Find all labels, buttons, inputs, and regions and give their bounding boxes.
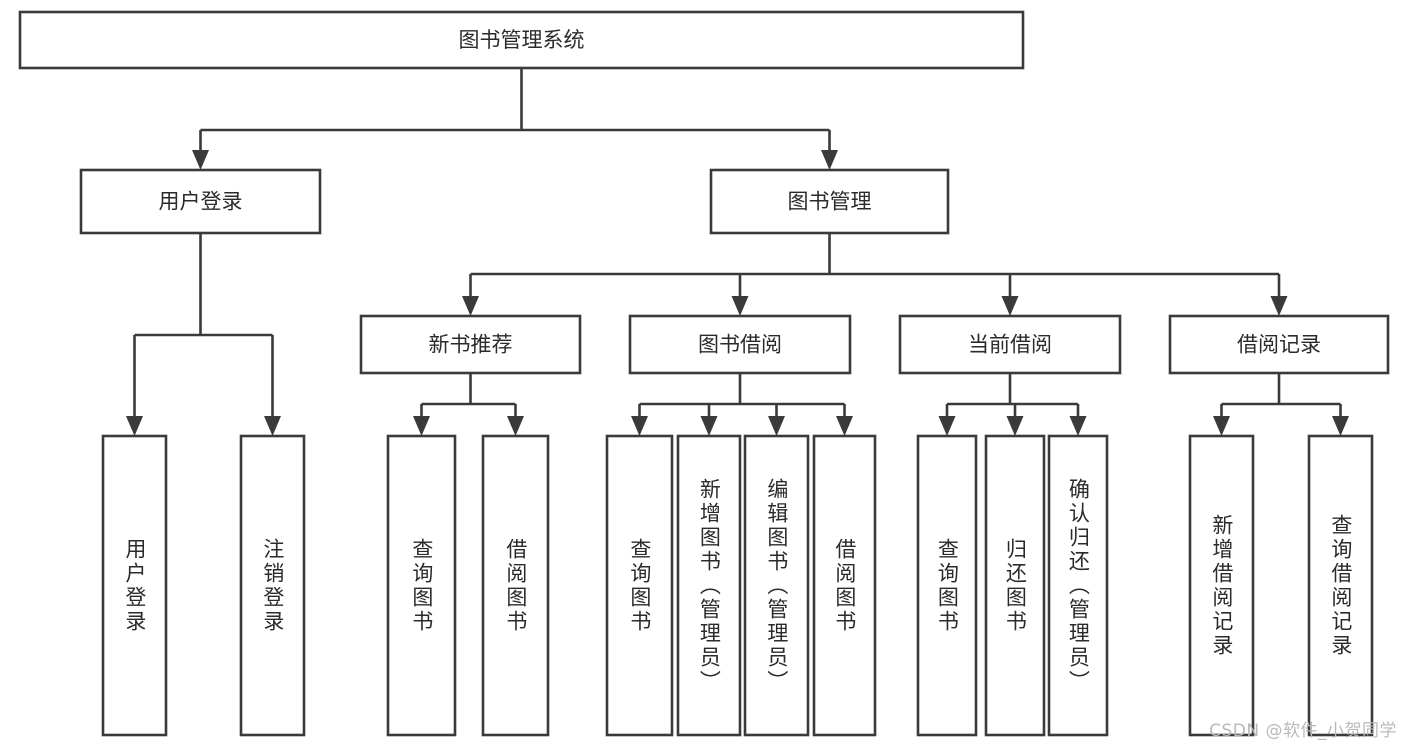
leaf-box-1[interactable]	[239, 434, 306, 737]
connector-layer	[126, 68, 1349, 436]
arrow-head-icon	[768, 416, 785, 436]
arrow-head-icon	[1270, 296, 1288, 316]
arrow-head-icon	[1001, 296, 1019, 316]
leaf-box-10[interactable]	[1047, 434, 1109, 737]
leaf-box-8[interactable]	[916, 434, 978, 737]
node-level2-box-0[interactable]	[79, 168, 322, 235]
csdn-watermark: CSDN @软件_小贺同学	[1209, 721, 1397, 741]
node-level3-box-2[interactable]	[898, 314, 1122, 375]
node-level3-label-2: 当前借阅	[968, 333, 1052, 357]
arrow-head-icon	[1069, 416, 1087, 436]
node-level2-label-1: 图书管理	[788, 190, 872, 214]
arrow-head-icon	[126, 416, 143, 436]
leaf-box-5[interactable]	[676, 434, 742, 737]
leaf-box-6[interactable]	[743, 434, 810, 737]
node-level3-label-0: 新书推荐	[429, 333, 513, 357]
leaf-box-9[interactable]	[984, 434, 1046, 737]
arrow-head-icon	[192, 150, 209, 170]
node-level2-label-0: 用户登录	[159, 190, 243, 214]
node-level3-box-1[interactable]	[628, 314, 852, 375]
arrow-head-icon	[836, 416, 853, 436]
node-level3-label-3: 借阅记录	[1237, 333, 1321, 357]
arrow-head-icon	[462, 296, 479, 316]
arrow-head-icon	[413, 416, 430, 436]
arrow-head-icon	[631, 416, 648, 436]
leaf-box-4[interactable]	[605, 434, 674, 737]
box-layer	[18, 10, 1390, 737]
leaf-box-3[interactable]	[481, 434, 550, 737]
node-level3-box-3[interactable]	[1168, 314, 1390, 375]
arrow-head-icon	[1332, 416, 1349, 436]
leaf-box-0[interactable]	[101, 434, 168, 737]
node-root-box[interactable]	[18, 10, 1025, 70]
node-level3-box-0[interactable]	[359, 314, 582, 375]
arrow-head-icon	[264, 416, 281, 436]
leaf-box-2[interactable]	[386, 434, 457, 737]
arrow-head-icon	[507, 416, 524, 436]
node-level2-box-1[interactable]	[709, 168, 950, 235]
arrow-head-icon	[700, 416, 718, 436]
leaf-box-12[interactable]	[1307, 434, 1374, 737]
leaf-box-11[interactable]	[1188, 434, 1255, 737]
node-level3-label-1: 图书借阅	[698, 333, 782, 357]
arrow-head-icon	[731, 296, 749, 316]
arrow-head-icon	[938, 416, 956, 436]
arrow-head-icon	[1213, 416, 1230, 436]
arrow-head-icon	[821, 150, 838, 170]
leaf-box-7[interactable]	[812, 434, 877, 737]
node-root-label: 图书管理系统	[459, 28, 585, 52]
arrow-head-icon	[1006, 416, 1024, 436]
